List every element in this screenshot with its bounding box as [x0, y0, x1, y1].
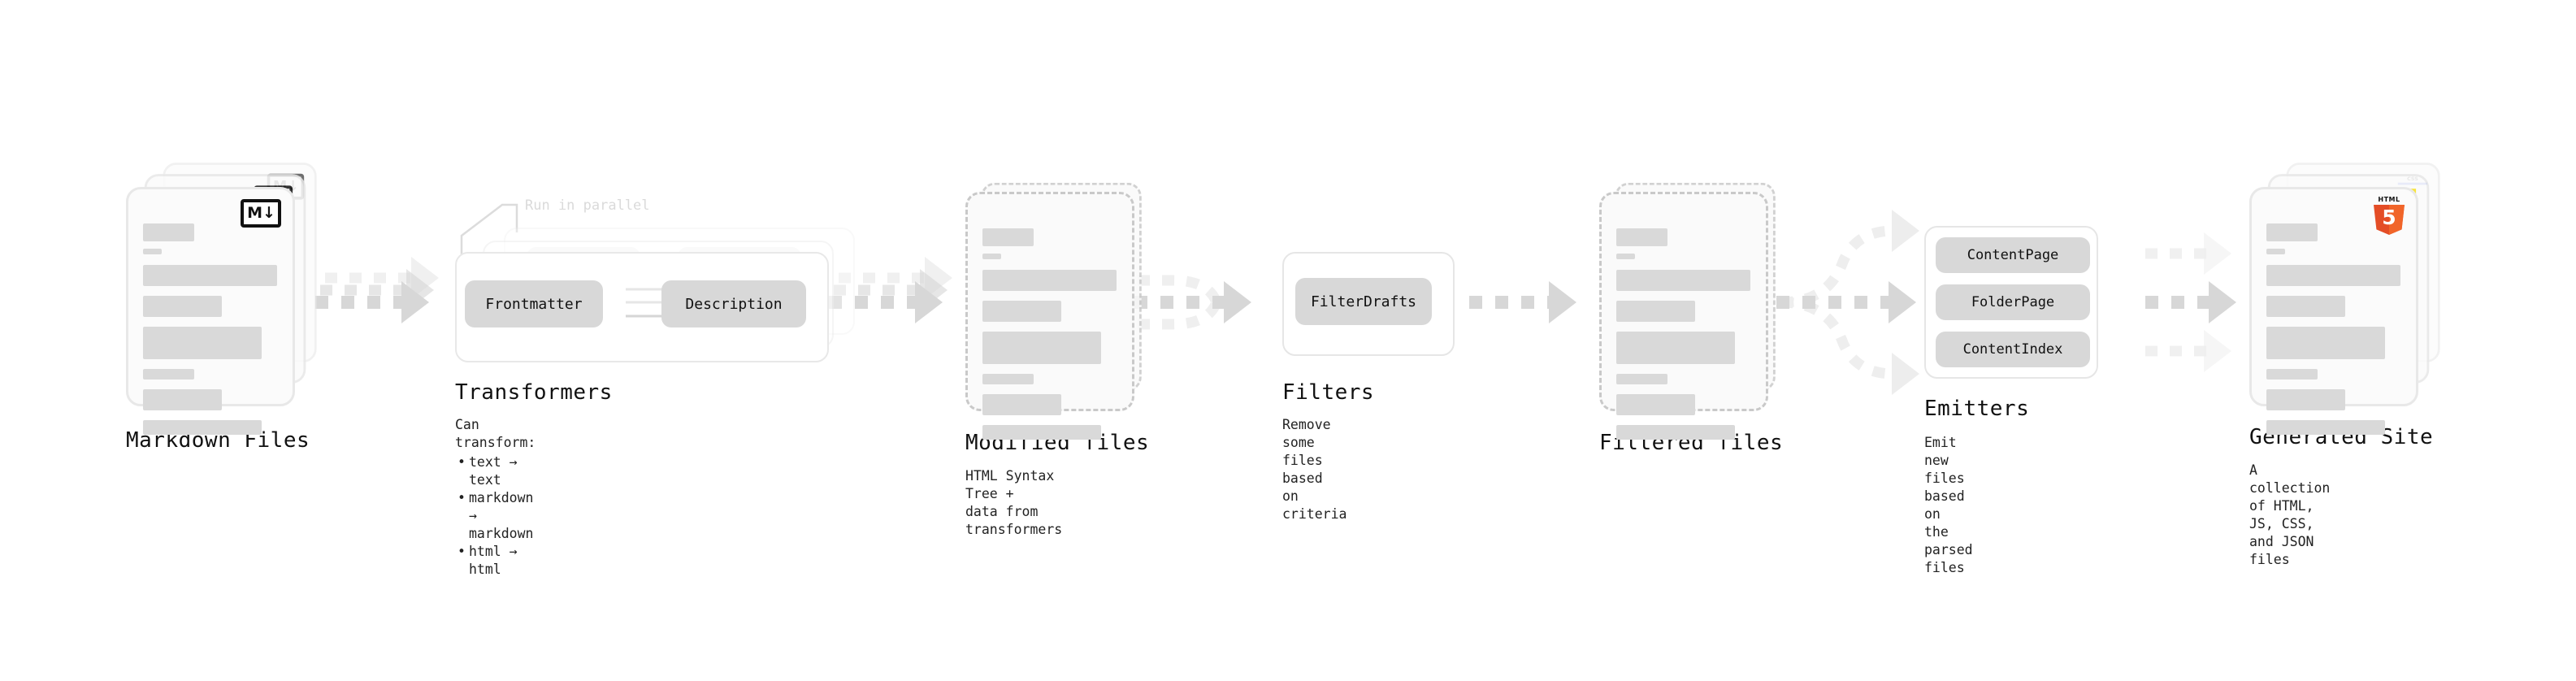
site-card-front-html[interactable]: HTML 5: [2249, 187, 2418, 435]
pill-folderpage[interactable]: FolderPage: [1936, 284, 2090, 320]
filtered-card-front[interactable]: [1599, 192, 1768, 440]
pill-frontmatter[interactable]: Frontmatter: [465, 280, 603, 327]
card-placeholder-bars: [143, 223, 278, 442]
bullets-header: Can transform:: [455, 417, 536, 450]
desc-filters: Remove some files based on criteria: [1282, 417, 1347, 522]
html5-icon: HTML 5: [2372, 196, 2406, 235]
label-emitters: Emitters: [1924, 397, 2030, 421]
bullet-item: markdown → markdown: [458, 489, 536, 543]
label-transformers: Transformers: [455, 380, 613, 405]
transformers-bullets: Can transform: text → text markdown → ma…: [455, 416, 536, 579]
emitters-box[interactable]: ContentPage FolderPage ContentIndex: [1924, 226, 2098, 379]
label-filters: Filters: [1282, 380, 1375, 405]
arrow-filtered-to-emitters: [1776, 210, 1919, 395]
card-placeholder-bars: [982, 228, 1117, 447]
bullet-item: html → html: [458, 543, 536, 579]
pill-filterdrafts[interactable]: FilterDrafts: [1295, 278, 1432, 325]
desc-modified-files: HTML Syntax Tree + data from transformer…: [965, 468, 1063, 537]
transformers-box[interactable]: Frontmatter Description: [455, 252, 829, 362]
markdown-card-front[interactable]: M↓: [126, 187, 295, 435]
bullet-item: text → text: [458, 453, 536, 489]
modified-card-front[interactable]: [965, 192, 1134, 440]
markdown-icon: M↓: [241, 199, 281, 228]
desc-generated-site: A collection of HTML, JS, CSS, and JSON …: [2249, 462, 2331, 567]
arrow-markdown-to-transformers: [315, 257, 439, 323]
card-placeholder-bars: [2266, 223, 2401, 442]
desc-emitters: Emit new files based on the parsed files: [1924, 435, 1973, 575]
run-in-parallel-label: Run in parallel: [525, 197, 650, 214]
pill-contentpage[interactable]: ContentPage: [1936, 237, 2090, 273]
arrow-emitters-to-site: [2145, 232, 2236, 372]
card-placeholder-bars: [1616, 228, 1751, 447]
arrow-filters-to-filtered: [1469, 281, 1576, 323]
filters-box[interactable]: FilterDrafts: [1282, 252, 1455, 356]
pill-description[interactable]: Description: [661, 280, 806, 327]
pill-contentindex[interactable]: ContentIndex: [1936, 332, 2090, 367]
